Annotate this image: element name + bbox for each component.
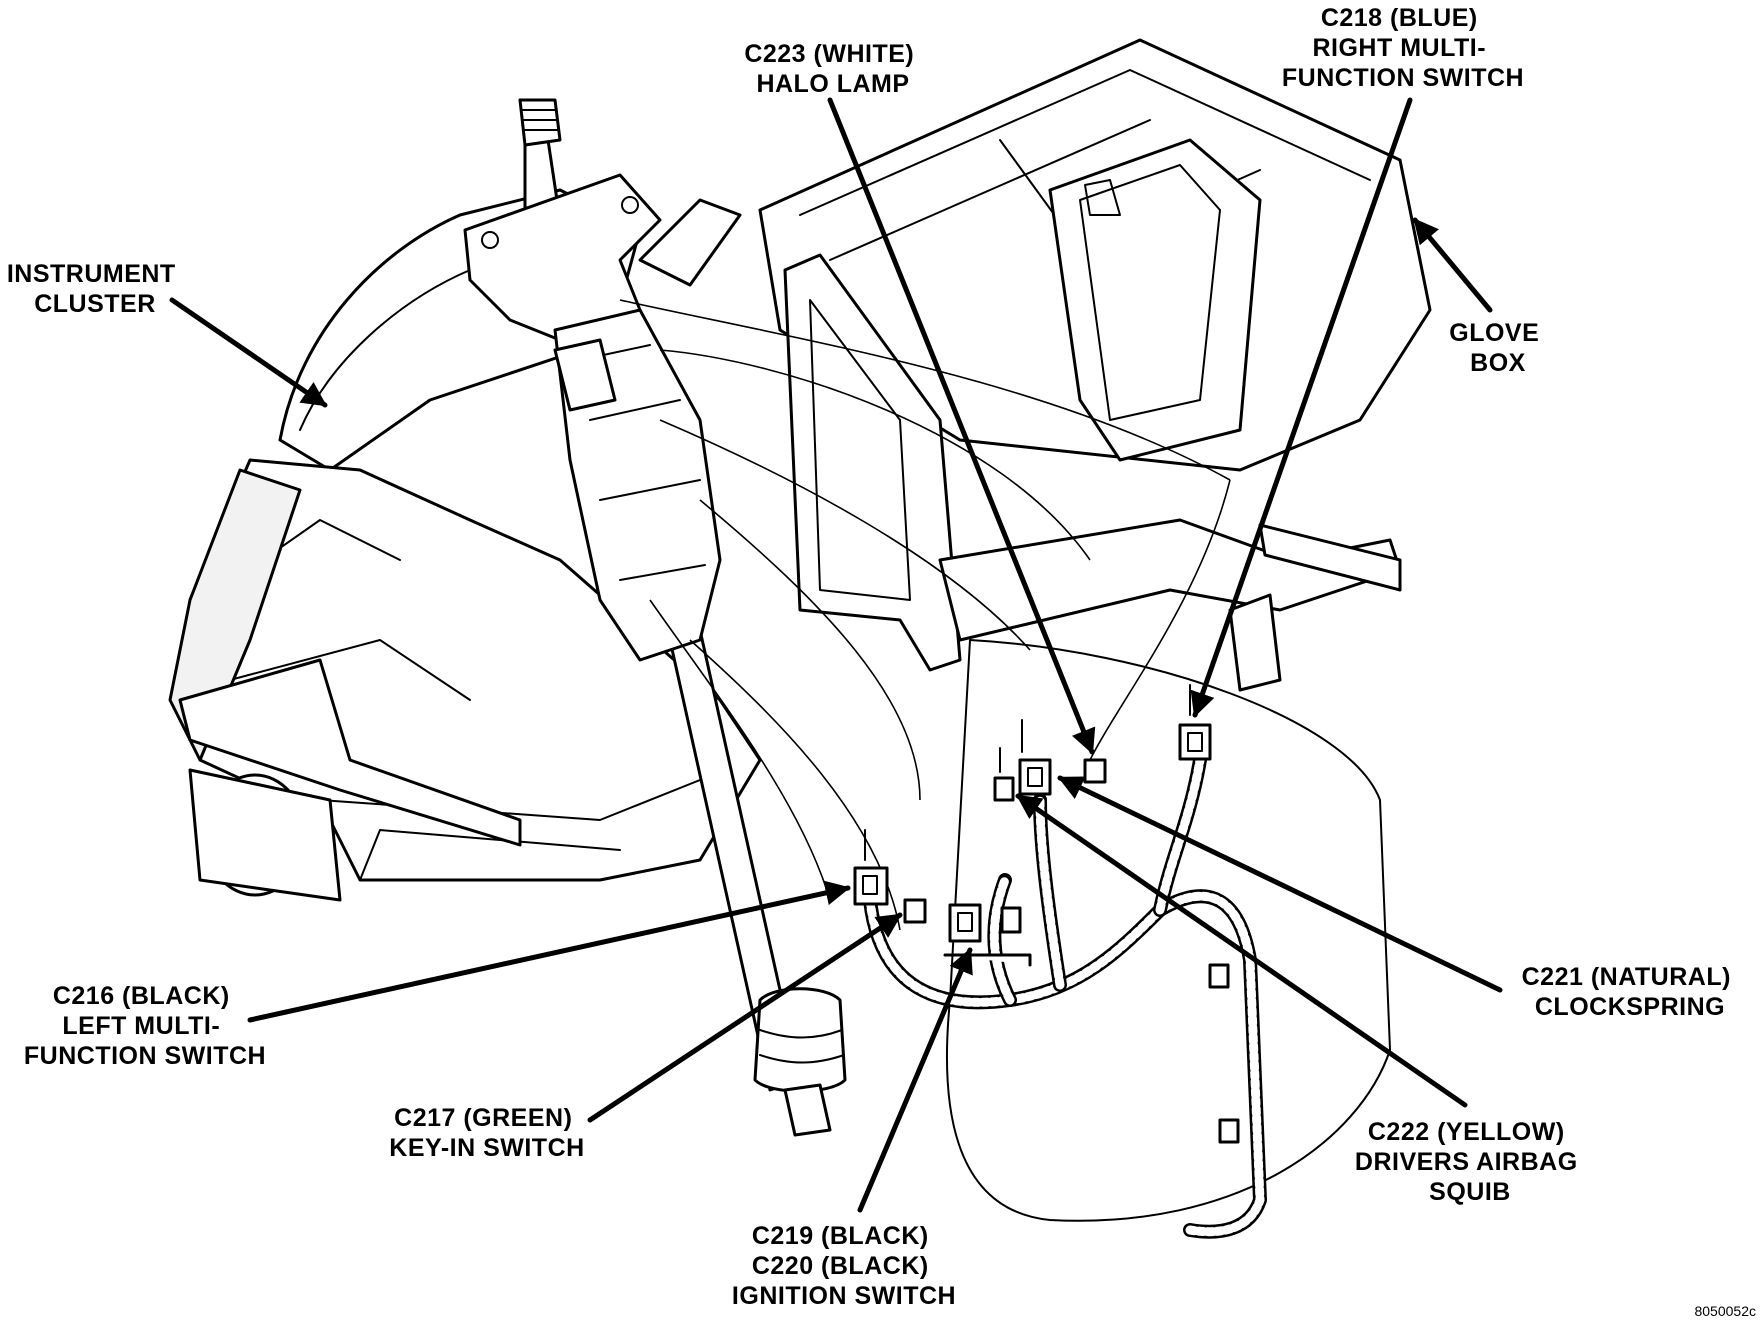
leader-c222 [1015, 793, 1468, 1108]
center-bracket [783, 253, 962, 672]
right-rail [1258, 523, 1402, 592]
callout-c222: C222 (YELLOW) DRIVERS AIRBAG SQUIB [1355, 1118, 1585, 1206]
connector-c221-inner [1027, 767, 1043, 787]
connector-c219-inner [957, 912, 973, 932]
connector-c217 [903, 898, 927, 924]
connector-c218-inner [1187, 732, 1203, 752]
leader-glove-box [1412, 217, 1493, 313]
harness-clip-2 [1218, 1118, 1240, 1144]
wire-bundle-6 [659, 349, 1091, 561]
harness-clip-1 [1208, 963, 1230, 989]
callout-c217: C217 (GREEN) KEY-IN SWITCH [389, 1104, 584, 1162]
leader-c217 [587, 912, 903, 1123]
connector-c216-inner [862, 875, 878, 895]
column-housing-detail [579, 344, 706, 581]
callout-instrument-cluster: INSTRUMENT CLUSTER [7, 260, 183, 318]
column-lower-joint [783, 1083, 832, 1137]
ignition-switch-bracket [943, 953, 1032, 967]
glove-box-housing [1048, 138, 1262, 462]
main-harness-tape [865, 891, 1265, 1237]
callout-glove-box: GLOVE BOX [1449, 319, 1546, 377]
knee-bolster-ledge [178, 658, 522, 847]
figure-id: 8050052c [1694, 1303, 1756, 1319]
callout-c223: C223 (WHITE) HALO LAMP [744, 40, 921, 98]
wire-bundle-7 [1089, 479, 1231, 761]
connector-c223 [1083, 758, 1107, 784]
center-bracket-inner [809, 299, 911, 601]
right-switch-stalk [638, 198, 742, 287]
connector-c216 [853, 866, 889, 906]
cross-brace [938, 518, 1402, 642]
glove-box-latch-icon [1084, 179, 1121, 216]
callout-c221: C221 (NATURAL) CLOCKSPRING [1522, 963, 1739, 1021]
wire-bundle-3 [699, 499, 921, 801]
wire-bundle-4 [649, 599, 831, 901]
harness-branch-right-tape [1155, 755, 1205, 915]
left-switch-stalk [553, 338, 617, 412]
glove-box-opening [1079, 164, 1221, 421]
leader-c216 [247, 880, 851, 1023]
connector-c220 [1000, 906, 1022, 934]
right-bracket-beam [1228, 593, 1282, 692]
left-vent-bezel [188, 768, 342, 902]
wire-bundle-1 [619, 299, 1231, 481]
connector-c219 [948, 903, 982, 943]
connector-pin-stubs [864, 684, 1191, 861]
callout-c218: C218 (BLUE) RIGHT MULTI- FUNCTION SWITCH [1282, 4, 1524, 92]
instrument-panel-artwork [168, 38, 1432, 1239]
leader-c223 [827, 97, 1096, 755]
connector-c218 [1178, 723, 1212, 761]
left-dash-detail [219, 519, 701, 881]
connector-c221 [1018, 758, 1052, 796]
callout-c219-c220: C219 (BLACK) C220 (BLACK) IGNITION SWITC… [732, 1222, 956, 1310]
main-harness [863, 889, 1267, 1239]
callout-c216: C216 (BLACK) LEFT MULTI- FUNCTION SWITCH [24, 982, 266, 1070]
bracket-bolt-hole-2 [621, 196, 639, 214]
leader-c219-c220 [857, 947, 973, 1213]
connector-c222 [993, 776, 1015, 802]
leader-lines [169, 97, 1503, 1213]
leader-c221 [1057, 775, 1503, 993]
wire-bundle-2 [659, 419, 1031, 651]
steering-column-top-spline [518, 98, 562, 147]
leader-c218 [1190, 97, 1413, 718]
callout-labels: C218 (BLUE) RIGHT MULTI- FUNCTION SWITCH… [7, 4, 1756, 1319]
clockspring-plate [945, 639, 1391, 1222]
spline-ridges [521, 109, 559, 131]
harness-branch-left-tape [989, 875, 1015, 1005]
coupler-bands [759, 1029, 845, 1064]
bracket-bolt-hole-1 [481, 231, 499, 249]
left-end-cap [168, 468, 302, 762]
leader-instrument-cluster [169, 297, 328, 408]
